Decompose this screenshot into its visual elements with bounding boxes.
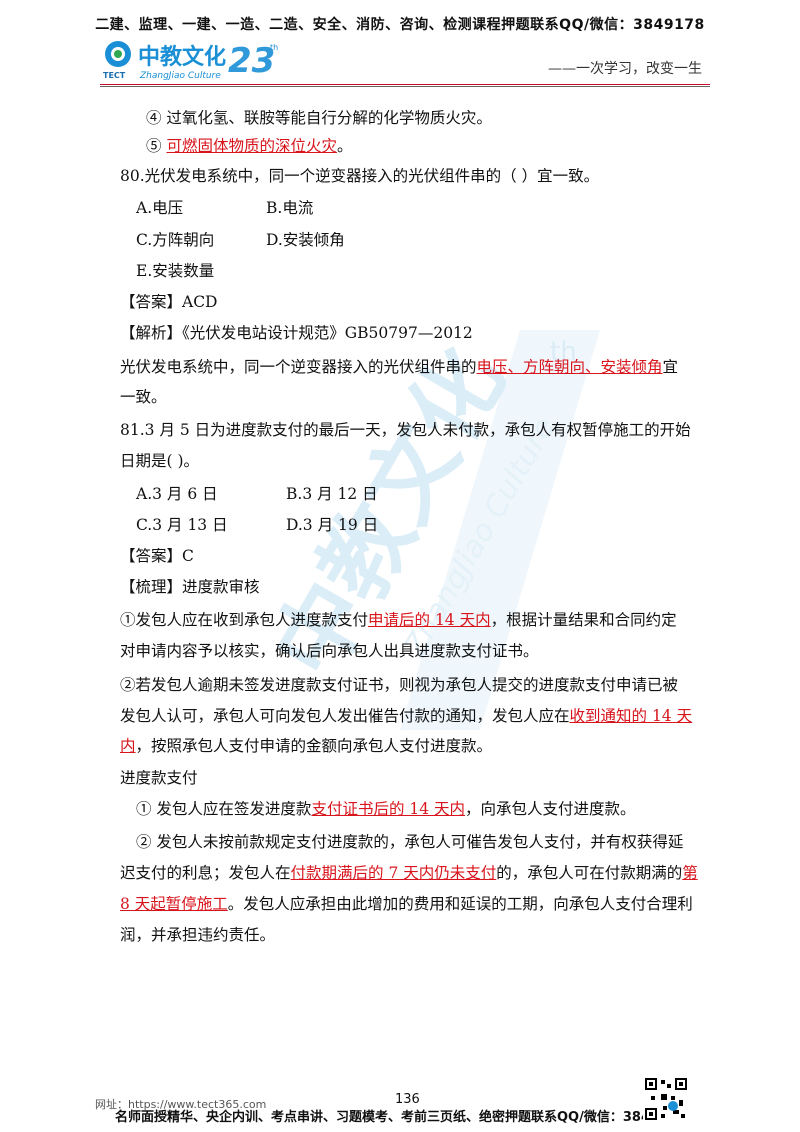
pay-1-suffix: ，向承包人支付进度款。 [465, 800, 636, 818]
pay-2-prefix: 迟支付的利息；发包人在 [120, 864, 291, 882]
pay-2-line3: 8 天起暂停施工。发包人应承担由此增加的费用和延误的工期，向承包人支付合理利 [120, 892, 693, 914]
question-80: 80.光伏发电系统中，同一个逆变器接入的光伏组件串的（ ）宜一致。 [120, 167, 600, 185]
q80-explanation-line2: 一致。 [120, 388, 167, 406]
pay-2-highlight-2: 第 [682, 864, 698, 882]
logo-text: 中教文化 [138, 44, 226, 70]
q80-exp-highlight: 电压、方阵朝向、安装倾角 [476, 358, 663, 376]
q80-explanation: 光伏发电系统中，同一个逆变器接入的光伏组件串的电压、方阵朝向、安装倾角宜 [120, 355, 678, 377]
q81-option-d: D.3 月 19 日 [286, 516, 379, 534]
footer-text: 名师面授精华、央企内训、考点串讲、习题模考、考前三页纸、绝密押题联系QQ/微信：… [115, 1110, 687, 1125]
page-number: 136 [395, 1092, 420, 1107]
pay-2-line1: ② 发包人未按前款规定支付进度款的，承包人可催告发包人支付，并有权获得延 [136, 833, 684, 851]
para-1-highlight: 申请后的 14 天内 [368, 611, 491, 629]
logo-tect: TECT [103, 71, 126, 80]
pay-2-suffix: 。发包人应承担由此增加的费用和延误的工期，向承包人支付合理利 [227, 895, 693, 913]
q80-option-a: A.电压 [136, 199, 184, 217]
top-banner: 二建、监理、一建、一造、二造、安全、消防、咨询、检测课程押题联系QQ/微信：38… [95, 17, 705, 33]
item-4: ④ 过氧化氢、联胺等能自行分解的化学物质火灾。 [146, 109, 492, 127]
page-header: TECT 中教文化 ZhangJiao Culture 23 th ——一次学习… [100, 36, 710, 82]
q80-analysis: 【解析】《光伏发电站设计规范》GB50797—2012 [120, 324, 473, 342]
item-5: ⑤ 可燃固体物质的深位火灾。 [146, 134, 352, 156]
watermark-logo: 中教文化 ZhangJiao Culture th [254, 330, 600, 730]
footer-url[interactable]: 网址：https://www.tect365.com [95, 1098, 267, 1111]
pay-1-prefix: ① 发包人应在签发进度款 [136, 800, 312, 818]
item-5-prefix: ⑤ [146, 137, 167, 155]
q81-review: 【梳理】进度款审核 [120, 578, 260, 596]
para-1-prefix: ①发包人应在收到承包人进度款支付 [120, 611, 369, 629]
q80-option-e: E.安装数量 [136, 262, 215, 280]
pay-2-highlight: 付款期满后的 7 天内仍未支付 [290, 864, 497, 882]
logo-sub: ZhangJiao Culture [139, 71, 221, 81]
para-2-line2: 发包人认可，承包人可向发包人发出催告付款的通知，发包人应在收到通知的 14 天 [120, 704, 692, 726]
pay-2-highlight-3: 8 天起暂停施工 [120, 895, 228, 913]
item-5-highlight: 可燃固体物质的深位火灾 [166, 137, 337, 155]
q80-exp-prefix: 光伏发电系统中，同一个逆变器接入的光伏组件串的 [120, 358, 477, 376]
para-2-highlight-2: 内 [120, 737, 136, 755]
q80-option-b: B.电流 [266, 199, 314, 217]
q80-exp-suffix: 宜 [662, 358, 679, 376]
q81-option-b: B.3 月 12 日 [286, 485, 378, 503]
para-2-prefix: 发包人认可，承包人可向发包人发出催告付款的通知，发包人应在 [120, 707, 570, 725]
svg-text:th: th [550, 337, 577, 367]
para-1-suffix: ，根据计量结果和合同约定 [490, 611, 677, 629]
svg-text:th: th [270, 43, 278, 52]
q81-answer: 【答案】C [120, 547, 194, 565]
para-2-line3: 内，按照承包人支付申请的金额向承包人支付进度款。 [120, 734, 492, 756]
q80-option-c: C.方阵朝向 [136, 231, 215, 249]
q80-option-d: D.安装倾角 [266, 231, 345, 249]
pay-1-highlight: 支付证书后的 14 天内 [311, 800, 466, 818]
pay-2-line2: 迟支付的利息；发包人在付款期满后的 7 天内仍未支付的，承包人可在付款期满的第 [120, 861, 698, 883]
para-2-highlight: 收到通知的 14 天 [569, 707, 693, 725]
para-2-line1: ②若发包人逾期未签发进度款支付证书，则视为承包人提交的进度款支付申请已被 [120, 676, 679, 694]
question-81-line1: 81.3 月 5 日为进度款支付的最后一天，发包人未付款，承包人有权暂停施工的开… [120, 421, 691, 439]
q81-option-a: A.3 月 6 日 [136, 485, 218, 503]
pay-1: ① 发包人应在签发进度款支付证书后的 14 天内，向承包人支付进度款。 [136, 797, 636, 819]
question-81-line2: 日期是( )。 [120, 452, 200, 470]
item-5-suffix: 。 [336, 137, 353, 155]
pay-2-line4: 润，并承担违约责任。 [120, 926, 276, 944]
para-1-line1: ①发包人应在收到承包人进度款支付申请后的 14 天内，根据计量结果和合同约定 [120, 608, 677, 630]
qr-code-icon [643, 1076, 689, 1122]
page-footer: 网址：https://www.tect365.com 136 名师面授精华、央企… [95, 1076, 735, 1132]
svg-text:23: 23 [228, 41, 275, 81]
pay-title: 进度款支付 [120, 769, 198, 787]
header-rule-secondary [100, 86, 710, 87]
q80-answer: 【答案】ACD [120, 293, 218, 311]
pay-2-mid: 的，承包人可在付款期满的 [496, 864, 683, 882]
para-1-line2: 对申请内容予以核实，确认后向承包人出具进度款支付证书。 [120, 642, 539, 660]
para-2-suffix: ，按照承包人支付申请的金额向承包人支付进度款。 [135, 737, 493, 755]
company-logo: TECT 中教文化 ZhangJiao Culture 23 th [103, 41, 278, 81]
header-rule [100, 84, 710, 85]
slogan: ——一次学习，改变一生 [548, 61, 702, 77]
q81-option-c: C.3 月 13 日 [136, 516, 228, 534]
